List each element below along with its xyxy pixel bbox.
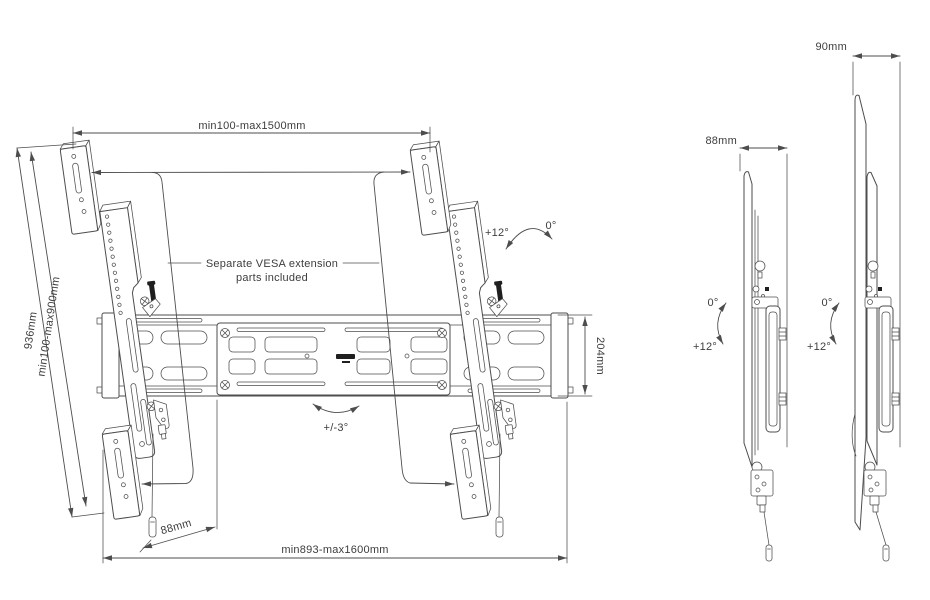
tilt-angle-annotation: +12° 0°: [485, 220, 556, 250]
release-string-right: [495, 433, 504, 538]
vesa-plate-top-right: [408, 140, 453, 236]
callout-line2: parts included: [236, 272, 308, 284]
side2-extension-strip: [854, 94, 867, 531]
dim-label-side1-depth: 88mm: [705, 135, 737, 147]
dimension-top-width: min100-max1500mm: [72, 120, 431, 153]
side-view-right: 90mm 0° +12°: [807, 41, 901, 562]
dim-label-top-width: min100-max1500mm: [198, 120, 305, 132]
vesa-plate-top-left: [58, 139, 103, 235]
dim-label-bracket-height: 204mm: [594, 337, 606, 375]
tilt-min-label: 0°: [545, 220, 556, 232]
side2-angle-min: 0°: [821, 297, 832, 309]
side-view-left: 88mm 0° +12°: [693, 135, 788, 562]
side2-wall-plate: [866, 171, 878, 466]
side1-tilt-annotation: 0° +12°: [693, 297, 727, 353]
side1-wall-plate: [743, 171, 753, 468]
dim-label-side2-depth: 90mm: [815, 41, 847, 53]
tilt-max-label: +12°: [485, 227, 509, 239]
dim-label-plate-offset: 88mm: [159, 517, 193, 537]
callout-line1: Separate VESA extension: [206, 258, 338, 270]
side1-angle-max: +12°: [693, 341, 717, 353]
dimension-bottom-width: min893-max1600mm: [102, 401, 568, 564]
dim-label-bottom-width: min893-max1600mm: [281, 544, 388, 556]
dimension-side2-depth: 90mm: [815, 41, 901, 448]
dimension-bracket-height: 204mm: [557, 314, 606, 397]
dimension-side1-depth: 88mm: [705, 135, 788, 448]
swivel-angle-annotation: +/-3°: [312, 403, 360, 434]
rail-center-plate: [216, 322, 451, 396]
dim-label-height-outer: 936mm: [22, 311, 39, 350]
side1-angle-min: 0°: [707, 297, 718, 309]
swivel-label: +/-3°: [324, 422, 349, 434]
brand-logo-mark: [336, 354, 355, 363]
side2-angle-max: +12°: [807, 341, 831, 353]
side2-tilt-annotation: 0° +12°: [807, 297, 840, 353]
vesa-extension-callout: Separate VESA extension parts included: [91, 169, 455, 487]
rail-end-cap-right: [550, 312, 569, 399]
wall-rail: [96, 312, 574, 399]
